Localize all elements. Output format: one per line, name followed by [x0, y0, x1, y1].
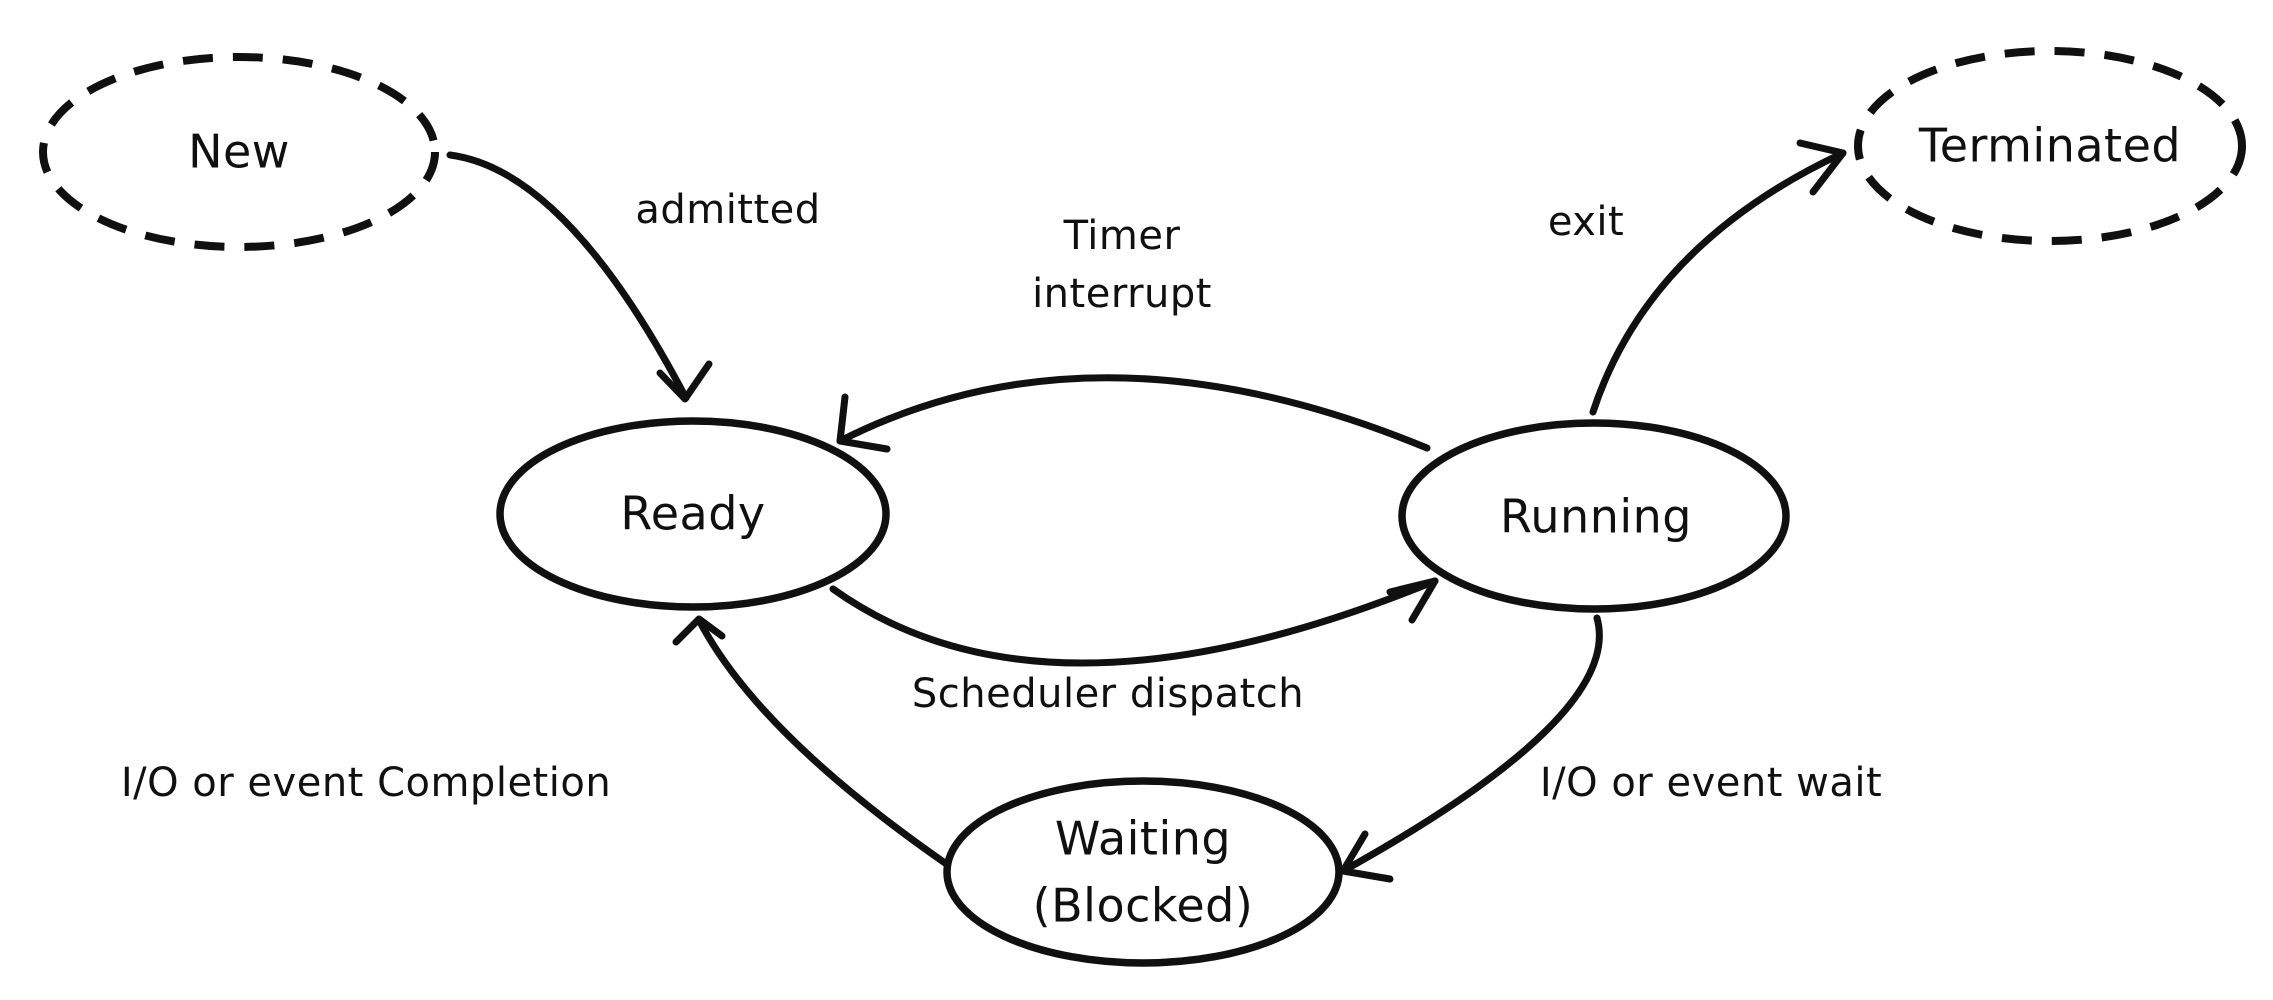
state-label-running: Running [1500, 489, 1692, 544]
state-label-ready: Ready [620, 486, 766, 541]
state-ellipse-terminated [1854, 47, 2246, 245]
state-ellipse-running [1398, 419, 1790, 613]
arrow-io-event-wait [1339, 614, 1603, 883]
state-label-new: New [188, 124, 290, 179]
edge-label-io-event-completion: I/O or event Completion [120, 760, 612, 806]
arrow-timer-interrupt [836, 374, 1431, 453]
arrow-io-event-completion [672, 615, 949, 867]
edge-label-io-event-wait: I/O or event wait [1539, 760, 1883, 806]
edge-label-admitted: admitted [635, 187, 821, 233]
state-ellipse-waiting [943, 777, 1343, 967]
edge-label-scheduler-dispatch: Scheduler dispatch [911, 671, 1305, 717]
arrow-exit [1589, 139, 1847, 416]
state-label-waiting: Waiting (Blocked) [1032, 811, 1254, 932]
state-ellipse-ready [496, 417, 890, 611]
arrow-scheduler-dispatch [829, 577, 1439, 667]
state-label-terminated: Terminated [1918, 118, 2182, 173]
arrow-admitted [446, 151, 713, 403]
state-ellipse-new [39, 53, 439, 251]
edge-label-exit: exit [1547, 199, 1625, 245]
edge-label-timer-interrupt: Timer interrupt [1032, 213, 1212, 317]
